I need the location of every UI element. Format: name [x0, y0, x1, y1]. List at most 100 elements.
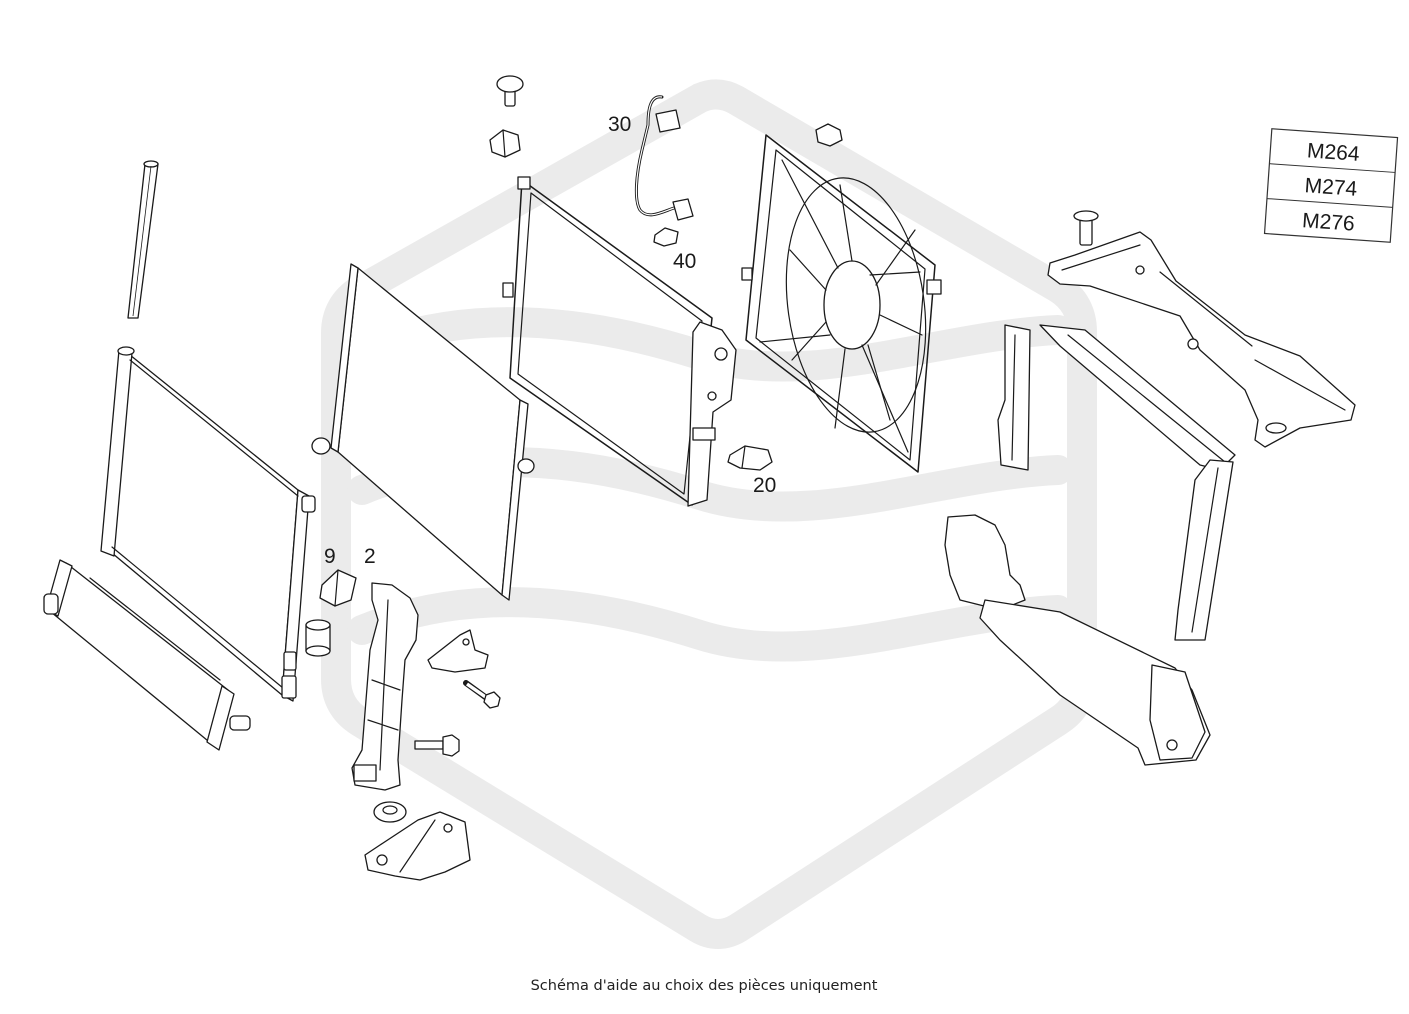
callout-30: 30: [608, 113, 631, 136]
shroud-outer: [745, 134, 936, 473]
frame-tab-left: [502, 282, 514, 298]
condenser-right-tank: [281, 489, 310, 702]
shroud-struts: [759, 159, 921, 453]
bracket-foot: [353, 764, 377, 782]
push-clip-stem: [1079, 217, 1093, 246]
bolt-1-shaft-fill: [465, 682, 489, 700]
part-push-clip-right[interactable]: [1073, 210, 1099, 246]
callout-40: 40: [673, 250, 696, 273]
aux-cooler-outlet: [229, 715, 251, 731]
side-support-right-rib: [1191, 467, 1219, 633]
small-bracket-hole: [462, 638, 470, 646]
bracket-rib-3: [367, 719, 399, 731]
part-mounting-bracket[interactable]: [351, 582, 419, 791]
callout-2: 2: [364, 545, 376, 568]
bracket-rib-1: [379, 599, 389, 771]
fan-blade: [789, 249, 827, 291]
connector-40-body: [653, 227, 679, 247]
callout-20: 20: [753, 474, 776, 497]
part-air-guide[interactable]: [944, 514, 1211, 766]
engine-table-divider-2: [1266, 198, 1393, 208]
cylinder-top: [305, 619, 331, 631]
condenser-fitting-mid: [283, 651, 297, 671]
frame-side-assembly: [687, 321, 737, 507]
cross-member-body: [1047, 231, 1356, 448]
shroud-connector: [926, 279, 942, 295]
push-clip-head: [1073, 210, 1099, 222]
fan-blades: [789, 184, 923, 429]
part-sensor-20[interactable]: [727, 445, 773, 471]
watermark-wave-3: [347, 587, 1073, 662]
part-auxiliary-cooler[interactable]: [43, 559, 251, 751]
radiator-right-fitting: [517, 458, 535, 474]
clip-block-edge: [502, 129, 506, 158]
fan-blade: [875, 229, 916, 286]
part-shroud-clip[interactable]: [815, 123, 843, 147]
part-upper-cross-member[interactable]: [1047, 231, 1356, 448]
part-side-support-right[interactable]: [1174, 459, 1234, 641]
fan-ring: [785, 177, 927, 433]
engine-code-row: M276: [1301, 209, 1355, 236]
part-condenser[interactable]: [100, 346, 316, 702]
side-support-left-rib: [1011, 334, 1016, 461]
shroud-strut: [869, 271, 921, 276]
bolt-2-head: [442, 734, 460, 757]
frame-bracket-low: [692, 427, 716, 441]
fan-blade: [879, 314, 923, 336]
cylinder-bottom: [305, 645, 331, 657]
part-9-block[interactable]: [319, 569, 357, 607]
cross-member-hole-1: [1187, 338, 1199, 350]
part-clip-block[interactable]: [489, 129, 521, 158]
block-edge: [334, 569, 339, 607]
engine-code-table: M264 M274 M276: [1263, 128, 1399, 243]
part-bottom-bracket[interactable]: [364, 811, 471, 881]
part-switch-cylinder[interactable]: [305, 619, 331, 657]
engine-code-row: M274: [1304, 174, 1358, 201]
watermark-outline: [321, 79, 1097, 949]
frame-tab-top: [517, 176, 531, 190]
air-guide-end-bracket: [1149, 664, 1206, 761]
radiator-left-fitting: [311, 437, 331, 455]
frame-mount-1: [714, 347, 728, 361]
condenser-fitting-top: [301, 495, 316, 513]
part-rod[interactable]: [127, 160, 159, 319]
part-radiator-frame[interactable]: [502, 176, 737, 507]
cross-member-edge: [1061, 244, 1141, 271]
shroud-strut: [759, 334, 831, 343]
shroud-strut: [861, 344, 909, 453]
part-connector-40[interactable]: [653, 227, 679, 247]
part-top-clip[interactable]: [496, 75, 524, 107]
part-side-support-left[interactable]: [997, 324, 1031, 471]
bracket-rib-2: [371, 679, 401, 691]
fan-blade: [867, 344, 891, 421]
sensor-20-body: [727, 445, 773, 471]
part-fan-shroud[interactable]: [741, 134, 942, 473]
shroud-clip-left: [741, 267, 753, 281]
top-clip-head: [496, 75, 524, 93]
part-bolt-2[interactable]: [414, 734, 460, 757]
sensor-20-edge: [741, 445, 746, 469]
part-sensor-cable[interactable]: [634, 95, 694, 221]
sensor-cable-wire-core: [635, 96, 675, 216]
part-grommet[interactable]: [373, 801, 407, 823]
sensor-cable-connector: [655, 109, 681, 133]
bolt-1-head: [483, 691, 501, 709]
part-bolt-1[interactable]: [463, 680, 501, 709]
side-support-right-body: [1174, 459, 1234, 641]
cross-member-rib-2: [1254, 359, 1346, 411]
rod-edge: [132, 165, 152, 317]
aux-cooler-right-tank: [206, 685, 235, 751]
frame-inner: [517, 192, 703, 495]
part-small-bracket[interactable]: [427, 629, 489, 673]
engine-code-row: M264: [1306, 139, 1360, 166]
cross-member-hole-2: [1135, 265, 1145, 275]
small-bracket-body: [427, 629, 489, 673]
cross-member-rib: [1159, 271, 1253, 347]
frame-mount-2: [707, 391, 717, 401]
rod-body: [127, 163, 159, 319]
beam-edge: [1067, 334, 1226, 463]
condenser-left-cap: [117, 346, 135, 356]
shroud-strut: [781, 159, 839, 269]
bracket-body: [351, 582, 419, 791]
part-radiator[interactable]: [311, 263, 535, 601]
